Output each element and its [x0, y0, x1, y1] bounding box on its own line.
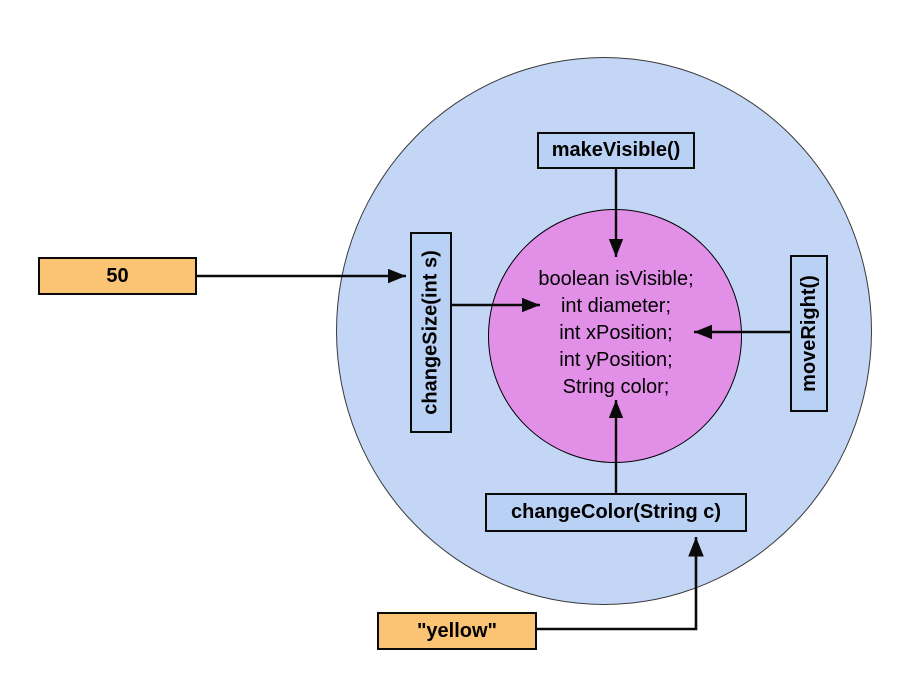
field-isvisible: boolean isVisible; [538, 268, 694, 290]
param-color-value-label: "yellow" [416, 619, 498, 642]
field-xposition: int xPosition; [559, 322, 673, 344]
field-color: String color; [562, 376, 670, 398]
param-size-value: 50 [38, 257, 197, 295]
field-yposition: int yPosition; [559, 349, 673, 371]
param-color-value: "yellow" [377, 612, 537, 650]
method-make-visible-label: makeVisible() [551, 139, 681, 161]
field-diameter: int diameter; [560, 295, 672, 317]
param-size-value-label: 50 [106, 264, 129, 287]
method-change-color-label: changeColor(String c) [510, 501, 721, 523]
method-move-right-label: moveRight() [797, 275, 820, 392]
field-declarations: boolean isVisible; int diameter; int xPo… [486, 266, 746, 401]
method-change-size: changeSize(int s) [410, 232, 452, 433]
method-move-right: moveRight() [790, 255, 828, 412]
method-change-color: changeColor(String c) [485, 493, 747, 532]
method-change-size-label: changeSize(int s) [419, 250, 442, 415]
method-make-visible: makeVisible() [537, 132, 695, 169]
